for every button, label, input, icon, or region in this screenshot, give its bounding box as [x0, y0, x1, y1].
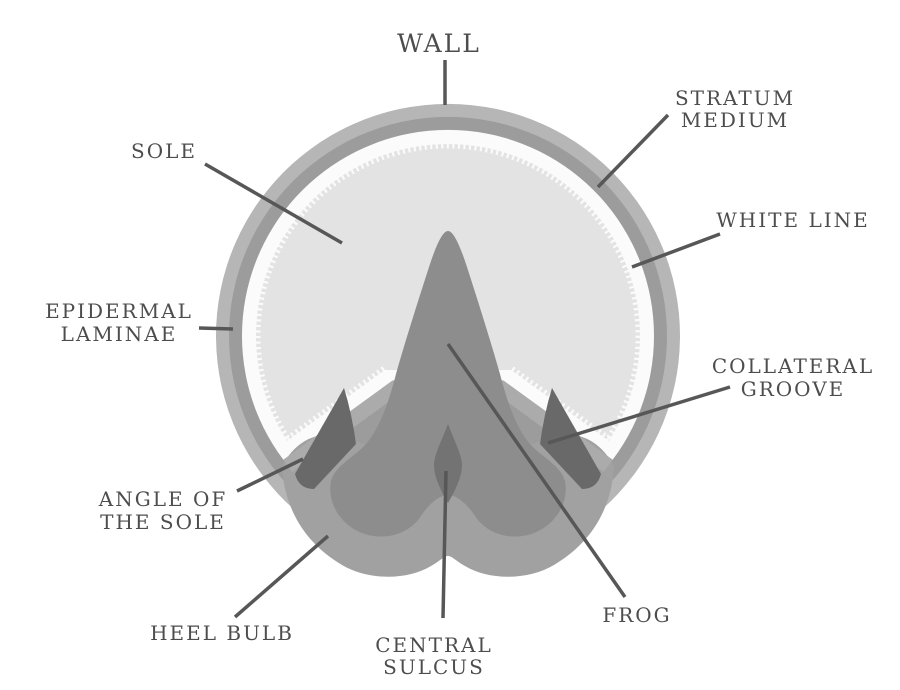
leader-frog — [446, 342, 627, 599]
label-white-line-line-1: WHITE LINE — [716, 208, 869, 232]
collateral-groove-right — [540, 388, 601, 489]
label-frog-line-1: FROG — [602, 603, 671, 627]
label-central-sulcus-line-1: CENTRAL — [375, 633, 493, 657]
white-line-stitch-ticks — [251, 139, 645, 448]
label-stratum-medium-line-1: STRATUM — [675, 86, 795, 110]
label-collateral-groove-line-1: COLLATERAL — [712, 354, 874, 378]
label-wall-line-1: WALL — [397, 29, 481, 58]
collateral-groove-left — [295, 388, 356, 489]
label-frog: FROG — [602, 603, 671, 627]
leader-stratum-medium — [596, 113, 670, 189]
leader-epidermal-laminae — [198, 326, 234, 331]
label-heel-bulb: HEEL BULB — [150, 621, 294, 645]
label-sole-line-1: SOLE — [131, 139, 197, 163]
frog-shape — [330, 231, 566, 537]
leader-central-sulcus — [441, 470, 448, 619]
leader-white-line — [631, 232, 721, 269]
label-angle-of-the-sole-line-1: ANGLE OF — [98, 487, 227, 511]
leader-heel-bulb — [233, 534, 330, 619]
label-wall: WALL — [397, 29, 481, 58]
leader-angle-of-the-sole — [236, 457, 304, 493]
label-sole: SOLE — [131, 139, 197, 163]
label-angle-of-the-sole-line-2: THE SOLE — [100, 510, 226, 534]
label-stratum-medium-line-2: MEDIUM — [681, 108, 789, 132]
leader-collateral-groove — [547, 385, 731, 445]
label-heel-bulb-line-1: HEEL BULB — [150, 621, 294, 645]
central-sulcus-shape — [434, 424, 462, 503]
label-central-sulcus-line-2: SULCUS — [383, 655, 485, 679]
leader-sole — [204, 162, 343, 245]
label-epidermal-laminae-line-2: LAMINAE — [61, 322, 178, 346]
label-collateral-groove-line-2: GROOVE — [741, 377, 846, 401]
label-white-line: WHITE LINE — [716, 208, 869, 232]
label-epidermal-laminae-line-1: EPIDERMAL — [45, 299, 193, 323]
